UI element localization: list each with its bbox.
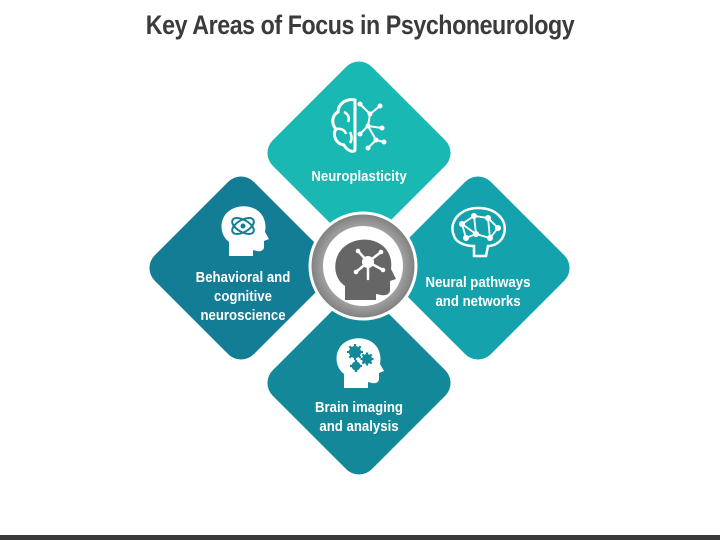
label-line: and networks xyxy=(435,293,521,310)
footer-bar xyxy=(0,535,720,540)
label-line: and analysis xyxy=(319,418,399,435)
diamond-neural-pathways xyxy=(386,176,570,360)
neural-network-head-icon xyxy=(451,206,507,258)
neuron-head-icon xyxy=(335,239,396,300)
label-neural-pathways: Neural pathways and networks xyxy=(408,273,549,311)
brain-network-icon xyxy=(331,98,387,153)
label-line: Brain imaging xyxy=(314,399,403,416)
label-line: Neural pathways xyxy=(425,274,531,291)
label-line: neuroscience xyxy=(200,307,286,324)
label-behavioral-neuroscience: Behavioral and cognitive neuroscience xyxy=(173,268,314,325)
label-line: Behavioral and xyxy=(195,269,291,286)
label-line: Neuroplasticity xyxy=(311,168,407,185)
page-title: Key Areas of Focus in Psychoneurology xyxy=(145,10,575,40)
atom-head-icon xyxy=(221,206,269,256)
label-brain-imaging: Brain imaging and analysis xyxy=(289,398,430,436)
label-line: cognitive xyxy=(214,288,272,305)
diamond-neuroplasticity xyxy=(267,61,451,245)
label-neuroplasticity: Neuroplasticity xyxy=(289,167,430,186)
gears-head-icon xyxy=(336,338,384,388)
diamond-behavioral-neuroscience xyxy=(149,176,333,360)
